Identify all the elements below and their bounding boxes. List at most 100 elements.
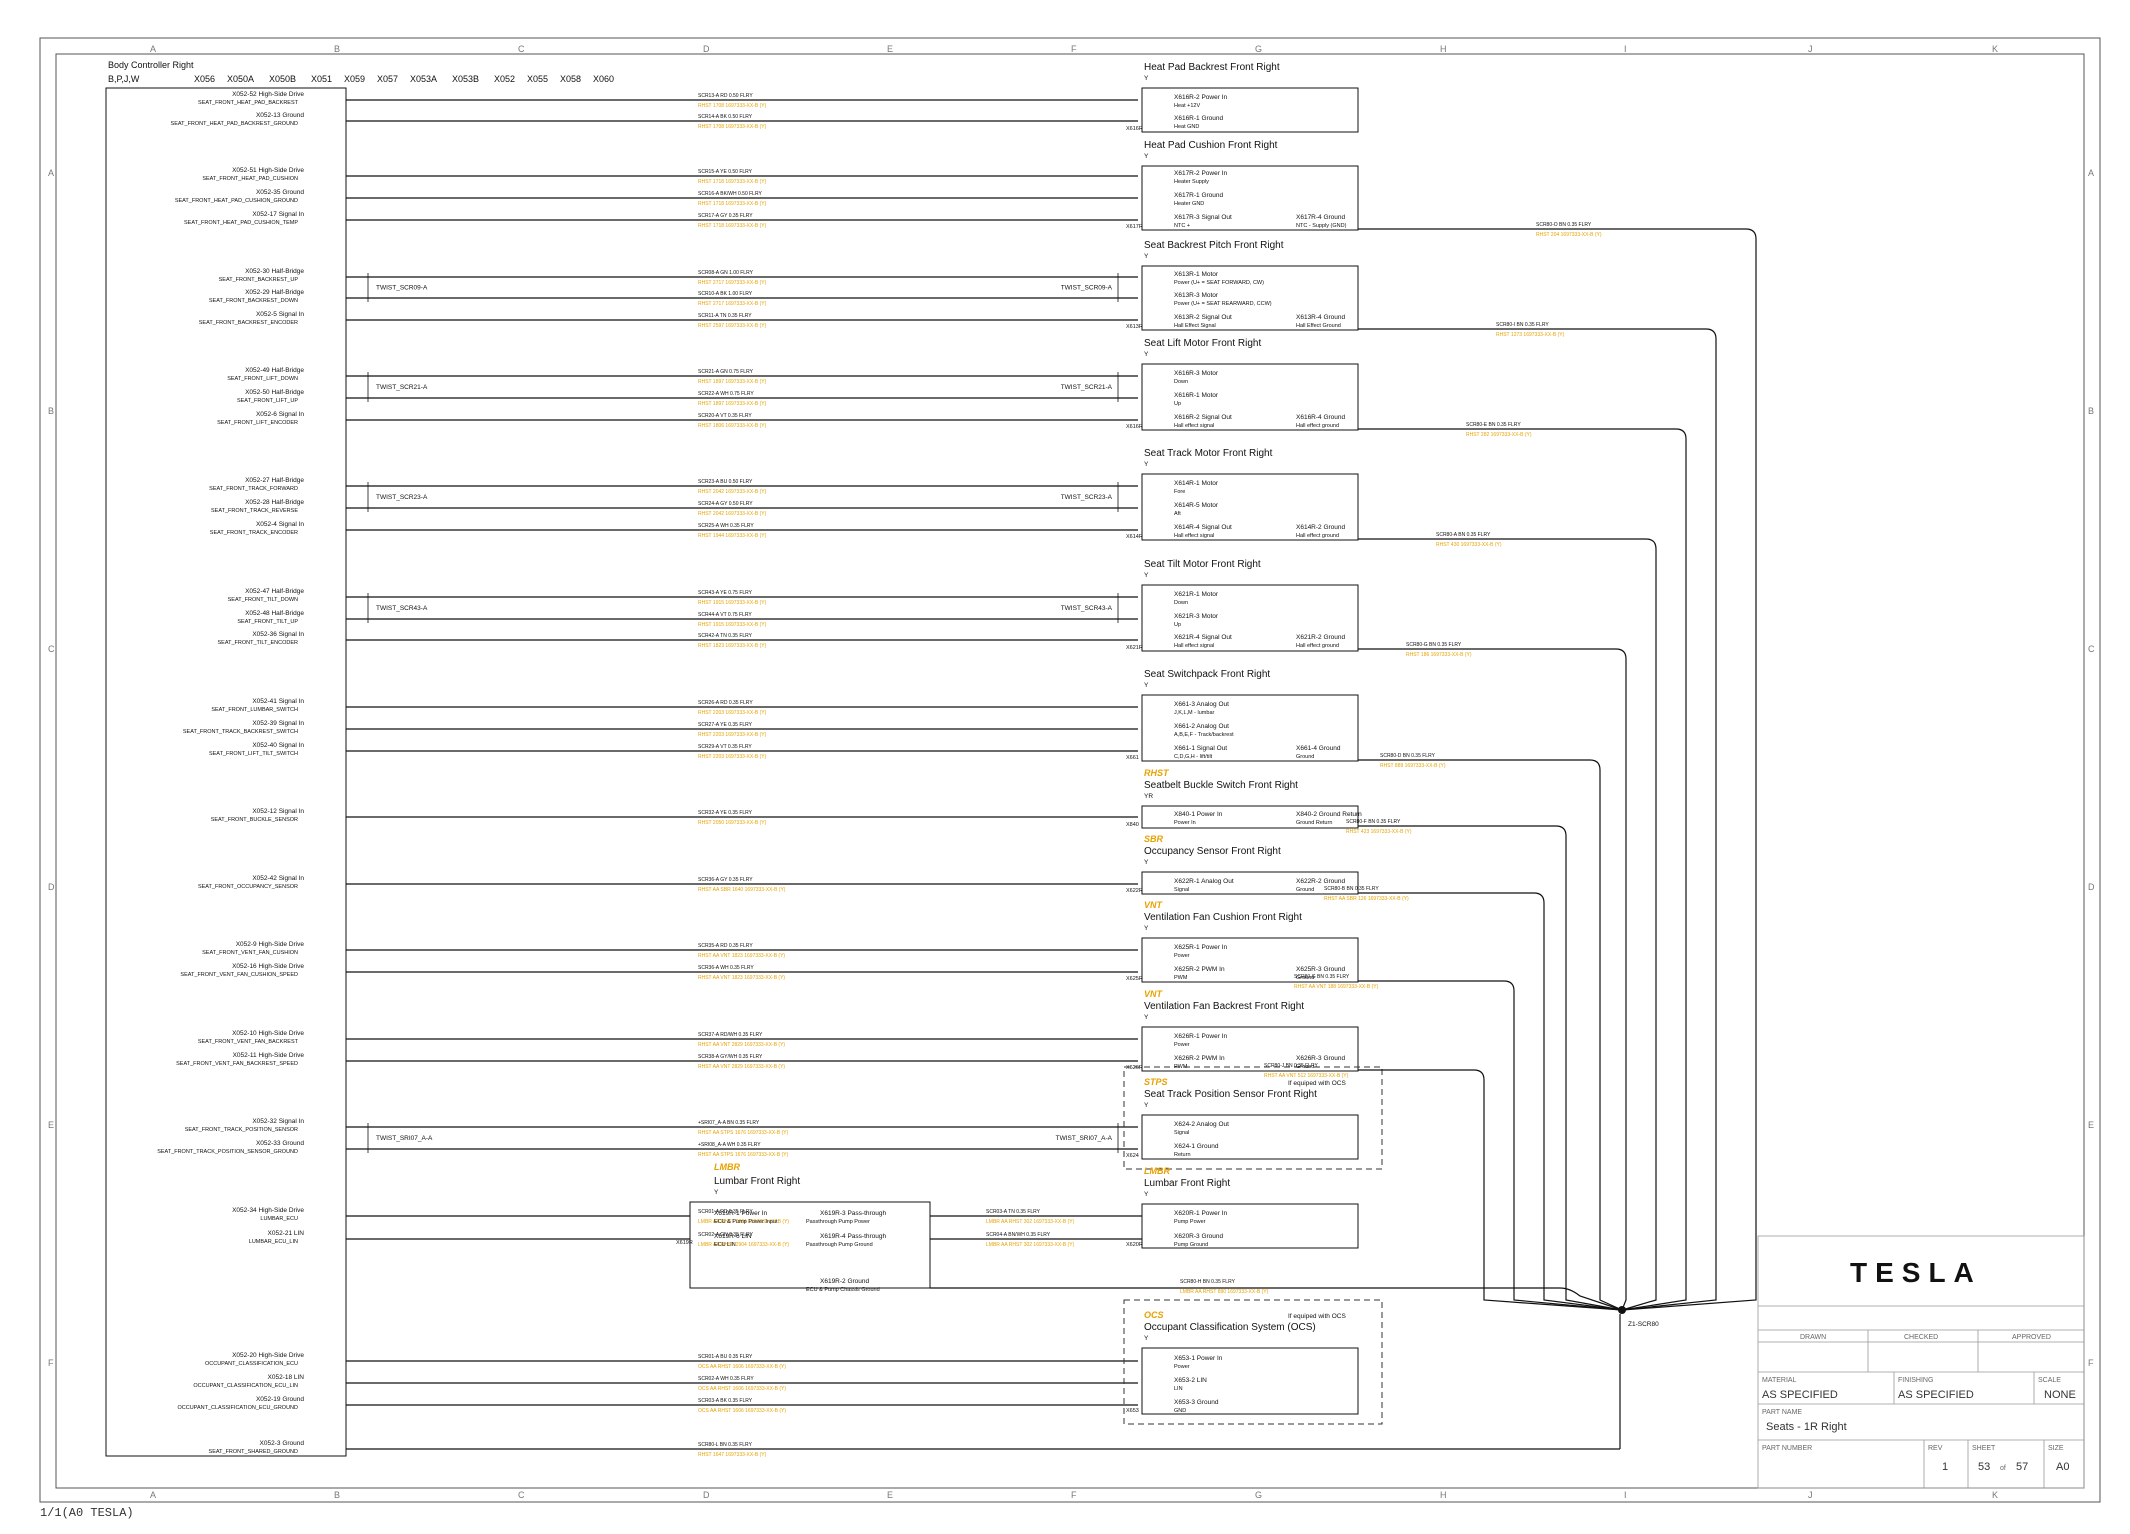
twist-label-left: TWIST_SCR09-A [376,285,428,292]
pin-signal: SEAT_FRONT_TRACK_REVERSE [211,508,298,514]
wire-part: RHST 1708 1697333-XX-B (Y) [698,124,767,130]
pin-label: X052-30 Half-Bridge [245,268,304,275]
pin-signal: SEAT_FRONT_TRACK_POSITION_SENSOR_GROUND [157,1149,298,1155]
wire-circuit: SCR10-A BK 1.00 FLRY [698,291,753,297]
component-connector: X613R [1126,324,1143,330]
wire-part: RHST 1718 1697333-XX-B (Y) [698,201,767,207]
component-pin: X840-1 Power In [1174,811,1223,818]
pin-label: X052-16 High-Side Drive [232,963,304,970]
ground-part: RHST AA VNT 512 1697333-XX-B (Y) [1264,1073,1349,1079]
component-connector: X617R [1126,224,1143,230]
component-block: Seat Lift Motor Front RightYX616RX616R-3… [1126,338,1359,431]
component-pin: X624-1 Ground [1174,1143,1219,1150]
lumbar-ecu-out-desc: Passthrough Pump Power [806,1219,870,1225]
connector-label: X055 [527,74,548,84]
ground-part: RHST 186 1697333-XX-B (Y) [1406,652,1472,658]
wire-part: OCS AA RHST 1606 1697333-XX-B (Y) [698,1386,786,1392]
pin-row: X052-4 Signal InSEAT_FRONT_TRACK_ENCODER… [210,521,1138,539]
pin-row: X052-33 GroundSEAT_FRONT_TRACK_POSITION_… [157,1140,1138,1158]
grid-col-bottom: E [887,1490,893,1500]
wire-circuit: SCR24-A GY 0.50 FLRY [698,501,753,507]
component-pin-desc: Heater GND [1174,201,1204,207]
component-category: SBR [1144,834,1164,844]
component-pin-desc: Pump Ground [1174,1242,1208,1248]
component-box [1141,473,1359,541]
title-block-frame [1757,1235,2085,1489]
component-pin: X616R-2 Signal Out [1174,414,1232,421]
component-pin-desc: NTC + [1174,223,1190,229]
pin-label: X052-40 Signal In [252,742,304,749]
grid-col-top: J [1808,44,1813,54]
pin-signal: SEAT_FRONT_HEAT_PAD_BACKREST [198,100,299,106]
part-name-label: PART NAME [1762,1409,1802,1416]
pin-label: X052-3 Ground [260,1440,305,1447]
pin-label: X052-32 Signal In [252,1118,304,1125]
option-note: If equiped with OCS [1288,1080,1346,1087]
component-ground-desc: Hall effect ground [1296,643,1339,649]
wire-part: RHST 1823 1697333-XX-B (Y) [698,643,767,649]
component-pin: X625R-2 PWM In [1174,966,1225,973]
ground-circuit: SCR80-D BN 0.35 FLRY [1380,753,1436,759]
component-title: Seat Backrest Pitch Front Right [1144,240,1284,251]
connector-label: X059 [344,74,365,84]
grid-col-top: C [518,44,525,54]
wire-part: RHST 2203 1697333-XX-B (Y) [698,732,767,738]
component-pin: X626R-2 PWM In [1174,1055,1225,1062]
component-connector: X620R [1126,1242,1143,1248]
pin-row: X052-47 Half-BridgeSEAT_FRONT_TILT_DOWNS… [228,588,1138,606]
pin-row: X052-28 Half-BridgeSEAT_FRONT_TRACK_REVE… [211,499,1138,517]
component-category: VNT [1144,989,1164,999]
component-category: OCS [1144,1310,1164,1320]
ground-run [1358,228,1757,1311]
component-title: Ventilation Fan Cushion Front Right [1144,912,1302,923]
pin-row: X052-13 GroundSEAT_FRONT_HEAT_PAD_BACKRE… [171,112,1138,130]
wire-part: RHST 1944 1697333-XX-B (Y) [698,533,767,539]
component-connector: X622R [1126,888,1143,894]
component-pin-desc: Return [1174,1152,1191,1158]
wire-circuit: SCR42-A TN 0.35 FLRY [698,633,753,639]
wire-part: RHST 1915 1697333-XX-B (Y) [698,600,767,606]
pin-row: X052-32 Signal InSEAT_FRONT_TRACK_POSITI… [185,1118,1138,1136]
pin-row: X052-16 High-Side DriveSEAT_FRONT_VENT_F… [180,963,1138,981]
pin-signal: SEAT_FRONT_HEAT_PAD_BACKREST_GROUND [171,121,298,127]
component-ground-desc: Ground [1296,887,1314,893]
part-name-value: Seats - 1R Right [1766,1421,1847,1433]
component-title: Seat Lift Motor Front Right [1144,338,1261,349]
wire-circuit: SCR20-A VT 0.35 FLRY [698,413,752,419]
wire-part: RHST 2050 1697333-XX-B (Y) [698,820,767,826]
splice-label: Z1-SCR80 [1628,1321,1659,1328]
grid-col-top: I [1624,44,1627,54]
component-pin-desc: Signal [1174,887,1189,893]
component-code: Y [1144,572,1149,579]
ground-circuit: SCR80-G BN 0.35 FLRY [1406,642,1462,648]
pin-row: X052-17 Signal InSEAT_FRONT_HEAT_PAD_CUS… [184,211,1138,229]
pin-label: X052-28 Half-Bridge [245,499,304,506]
wire-circuit: SCR02-A WH 0.35 FLRY [698,1376,754,1382]
approved-label: APPROVED [2012,1334,2051,1341]
wire-part: RHST 2203 1697333-XX-B (Y) [698,710,767,716]
pin-label: X052-12 Signal In [252,808,304,815]
component-code: Y [1144,682,1149,689]
pin-label: X052-35 Ground [256,189,304,196]
component-category: RHST [1144,768,1170,778]
ground-run [1358,428,1687,1311]
connector-label: X053A [410,74,437,84]
component-block: Heat Pad Cushion Front RightYX617RX617R-… [1126,140,1359,231]
pin-row: X052-18 LINOCCUPANT_CLASSIFICATION_ECU_L… [193,1374,1138,1392]
component-code: Y [1144,1335,1149,1342]
component-ground-pin: X661-4 Ground [1296,745,1341,752]
component-pin: X620R-1 Power In [1174,1210,1227,1217]
lumbar-chassis-ground [930,1287,1623,1311]
grid-row-left: E [48,1120,54,1130]
component-pin: X653-2 LIN [1174,1377,1207,1384]
component-pin-desc: Up [1174,622,1181,628]
wire-circuit: SCR26-A RD 0.35 FLRY [698,700,753,706]
component-pin-desc: Signal [1174,1130,1189,1136]
lumbar-ecu-box [689,1201,931,1289]
